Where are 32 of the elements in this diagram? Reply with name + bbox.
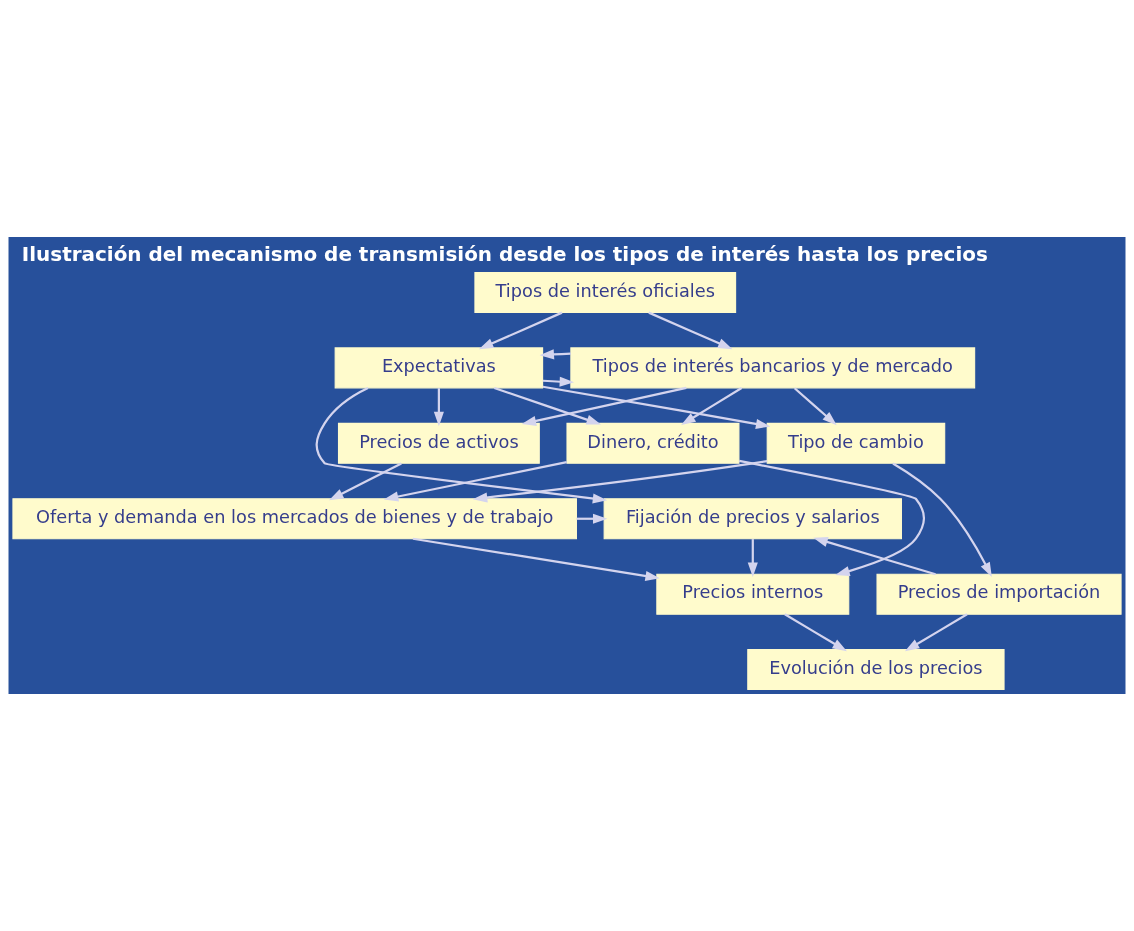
- arrow: [472, 459, 768, 503]
- arrow: [747, 539, 758, 578]
- diagram-title: Ilustración del mecanismo de transmisión desde los tipos de interés hasta los precios: [21, 241, 988, 266]
- node-box: Precios de activos: [337, 422, 540, 464]
- arrow: [542, 376, 575, 387]
- arrow: [315, 386, 608, 504]
- arrow: [648, 311, 733, 350]
- arrow: [493, 386, 601, 425]
- node-box: Fijación de precios y salarios: [603, 498, 902, 540]
- arrow: [813, 537, 936, 576]
- node-box: Tipos de interés oficiales: [474, 271, 737, 313]
- arrow: [521, 386, 687, 426]
- arrow: [904, 613, 968, 652]
- arrow: [681, 387, 743, 425]
- arrow: [383, 460, 567, 502]
- arrow: [478, 311, 563, 350]
- arrow: [793, 387, 837, 426]
- arrow: [739, 459, 926, 576]
- node-box: Expectativas: [334, 347, 544, 389]
- arrow: [892, 462, 992, 577]
- node-box: Tipos de interés bancarios y de mercado: [570, 347, 976, 389]
- node-box: Evolución de los precios: [747, 649, 1005, 691]
- arrow: [329, 462, 402, 501]
- node-box: Tipo de cambio: [766, 422, 946, 464]
- arrow: [412, 537, 660, 581]
- arrow: [784, 613, 847, 652]
- node-box: Oferta y demanda en los mercados de bienes y de trabajo: [12, 498, 577, 540]
- arrow: [542, 385, 771, 429]
- node-box: Dinero, crédito: [566, 422, 740, 464]
- node-box: Precios internos: [656, 573, 850, 615]
- node-box: Precios de importación: [876, 573, 1122, 615]
- arrow: [433, 388, 444, 427]
